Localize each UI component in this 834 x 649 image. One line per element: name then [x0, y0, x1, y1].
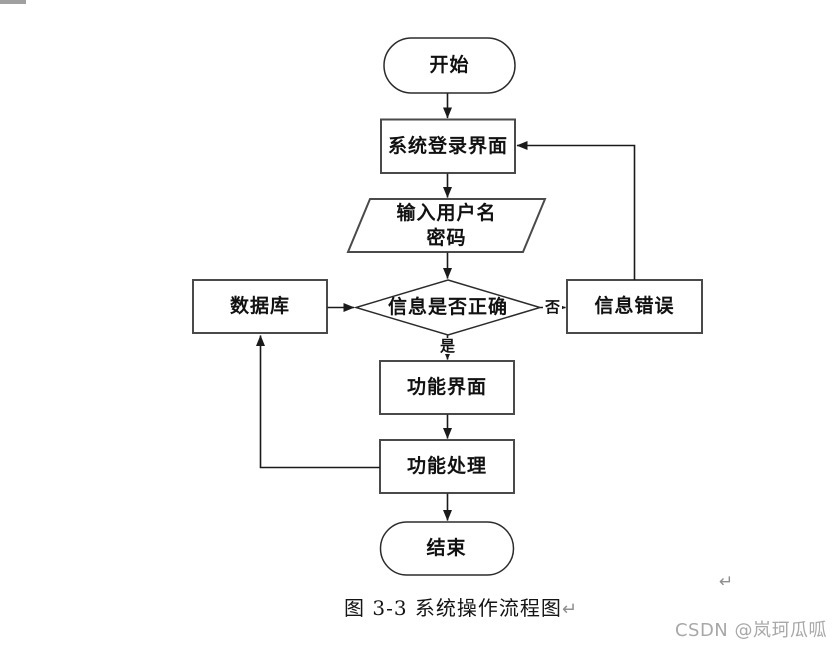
function-ui-node: 功能界面 — [380, 361, 514, 414]
function-process-node: 功能处理 — [380, 440, 514, 493]
database-label: 数据库 — [229, 295, 290, 317]
decision-label: 信息是否正确 — [387, 296, 508, 318]
csdn-watermark: CSDN @岚珂瓜呱 — [674, 620, 827, 641]
input-parallelogram-shape — [346, 198, 547, 253]
start-node: 开始 — [384, 38, 515, 93]
info-error-label: 信息错误 — [594, 295, 675, 317]
function-process-label: 功能处理 — [406, 455, 487, 477]
info-error-node: 信息错误 — [567, 280, 702, 333]
figure-caption-text: 图 3-3 系统操作流程图 — [344, 596, 562, 620]
input-credentials-line1: 输入用户名 — [396, 201, 497, 224]
paragraph-mark-icon: ↵ — [561, 599, 579, 620]
edge-function-process-to-database — [256, 335, 380, 469]
paragraph-mark-icon: ↵ — [719, 572, 734, 592]
function-ui-label: 功能界面 — [406, 376, 487, 398]
decision-diamond-shape — [353, 279, 543, 336]
database-node: 数据库 — [193, 280, 327, 333]
end-label: 结束 — [426, 537, 467, 559]
yes-branch-label: 是 — [438, 337, 458, 355]
end-terminator-shape — [379, 521, 515, 576]
database-process-shape — [192, 279, 328, 334]
info-error-process-shape — [566, 279, 703, 334]
edge-info-error-to-login — [516, 141, 636, 280]
scrollbar-fragment — [0, 0, 26, 4]
function-process-shape — [379, 439, 515, 494]
end-node: 结束 — [380, 522, 513, 575]
no-branch-label: 否 — [543, 298, 563, 316]
input-credentials-line2: 密码 — [426, 226, 467, 249]
decision-node: 信息是否正确 — [356, 280, 540, 335]
login-process-shape — [380, 118, 516, 174]
figure-caption: 图 3-3 系统操作流程图↵ — [344, 592, 578, 621]
login-label: 系统登录界面 — [387, 134, 508, 157]
start-label: 开始 — [429, 54, 470, 76]
function-ui-process-shape — [379, 360, 515, 415]
login-node: 系统登录界面 — [381, 119, 515, 173]
input-credentials-node: 输入用户名 密码 — [348, 199, 545, 252]
start-terminator-shape — [383, 37, 516, 94]
